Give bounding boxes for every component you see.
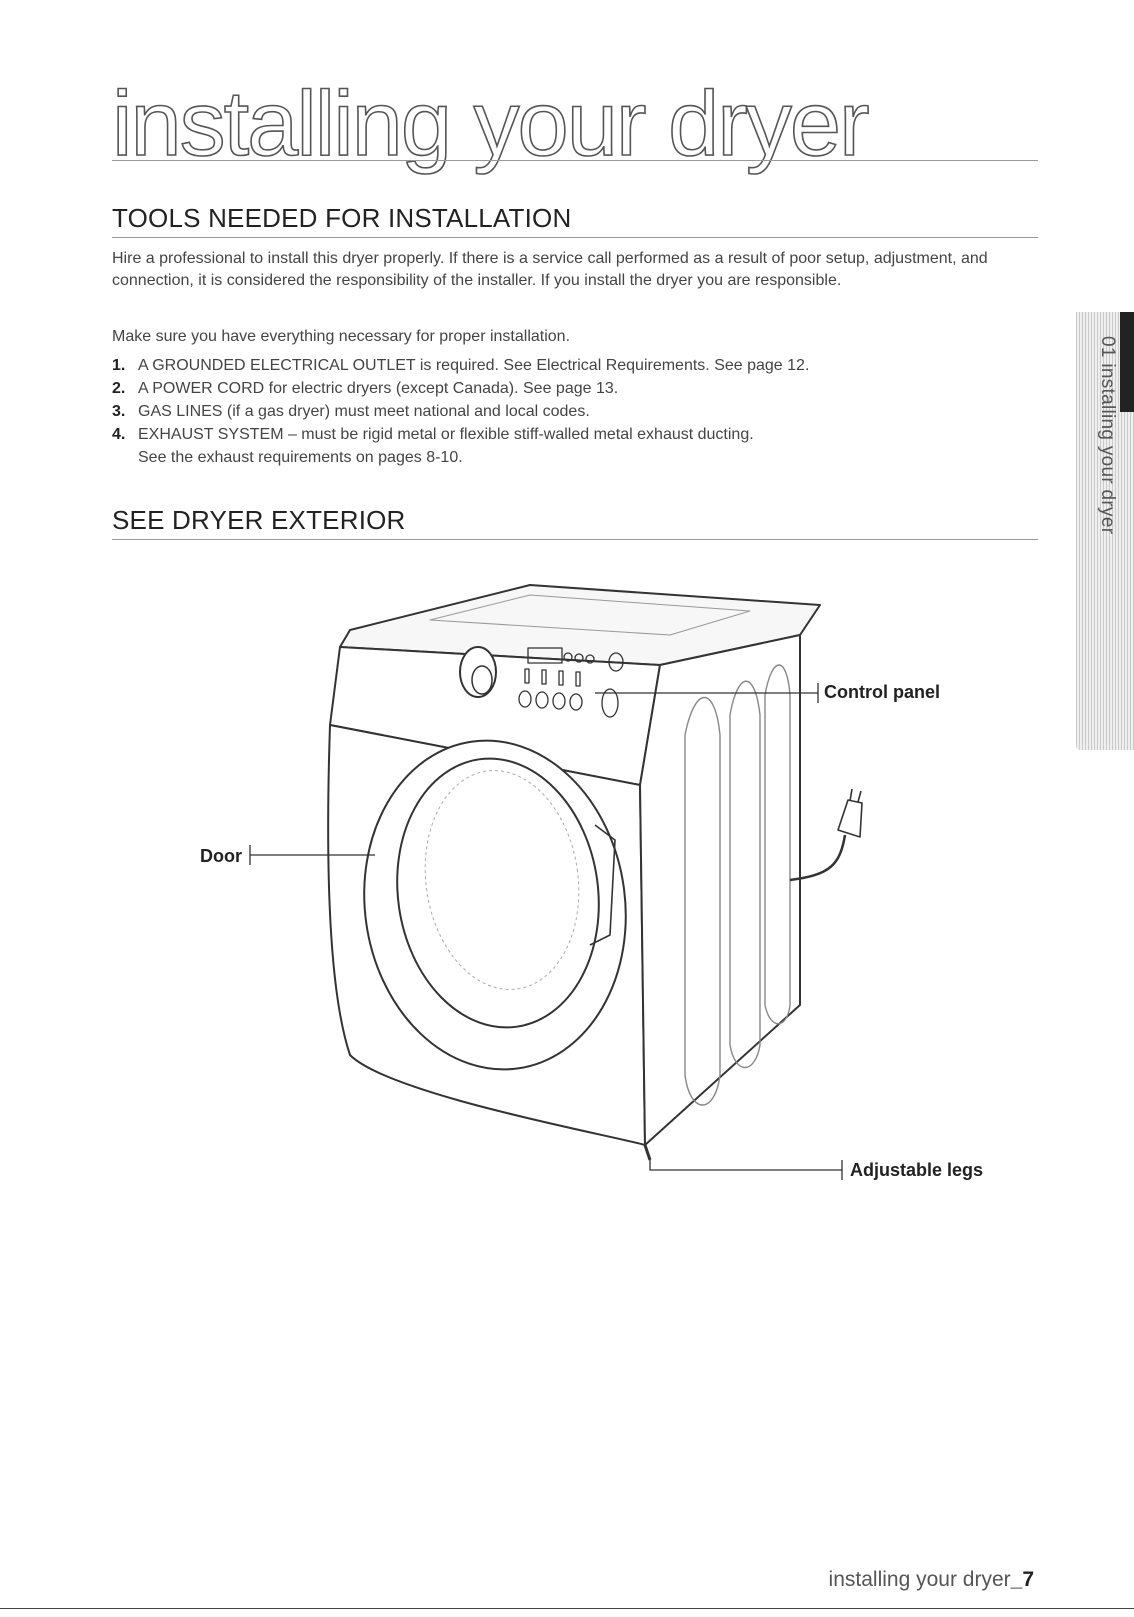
list-item: 1. A GROUNDED ELECTRICAL OUTLET is requi…	[112, 354, 1037, 377]
page-bottom-rule	[0, 1608, 1134, 1609]
tools-heading-divider	[112, 237, 1038, 238]
page-title: installing your dryer	[111, 73, 870, 175]
list-item-text: A POWER CORD for electric dryers (except…	[138, 380, 619, 397]
list-item-text: EXHAUST SYSTEM – must be rigid metal or …	[138, 426, 754, 443]
list-item: 3. GAS LINES (if a gas dryer) must meet …	[112, 400, 1037, 423]
list-item-number: 4.	[112, 426, 126, 443]
list-item-text: A GROUNDED ELECTRICAL OUTLET is required…	[138, 357, 810, 374]
control-panel-label: Control panel	[824, 682, 940, 702]
title-divider	[112, 160, 1038, 161]
door-label: Door	[200, 846, 242, 866]
chapter-tab-label: 01 installing your dryer	[1097, 336, 1118, 535]
tools-intro: Hire a professional to install this drye…	[112, 250, 988, 289]
list-item: 2. A POWER CORD for electric dryers (exc…	[112, 377, 1037, 400]
dryer-illustration	[249, 584, 863, 1180]
requirements-list: 1. A GROUNDED ELECTRICAL OUTLET is requi…	[112, 354, 1037, 469]
list-item-subtext: See the exhaust requirements on pages 8-…	[138, 449, 463, 466]
page-number: _7	[1010, 1568, 1034, 1591]
tools-lead: Make sure you have everything necessary …	[112, 328, 571, 345]
exterior-heading: SEE DRYER EXTERIOR	[112, 505, 406, 535]
footer-text: installing your dryer	[828, 1568, 1011, 1591]
list-item: 4. EXHAUST SYSTEM – must be rigid metal …	[112, 423, 1037, 469]
adjustable-legs-label: Adjustable legs	[850, 1160, 984, 1180]
list-item-number: 3.	[112, 403, 126, 420]
chapter-tab-accent	[1120, 312, 1134, 412]
tools-heading: TOOLS NEEDED FOR INSTALLATION	[112, 203, 572, 233]
list-item-text: GAS LINES (if a gas dryer) must meet nat…	[138, 403, 590, 420]
list-item-number: 1.	[112, 357, 126, 374]
list-item-number: 2.	[112, 380, 126, 397]
page-footer: installing your dryer_7	[829, 1568, 1034, 1592]
exterior-heading-divider	[112, 539, 1038, 540]
